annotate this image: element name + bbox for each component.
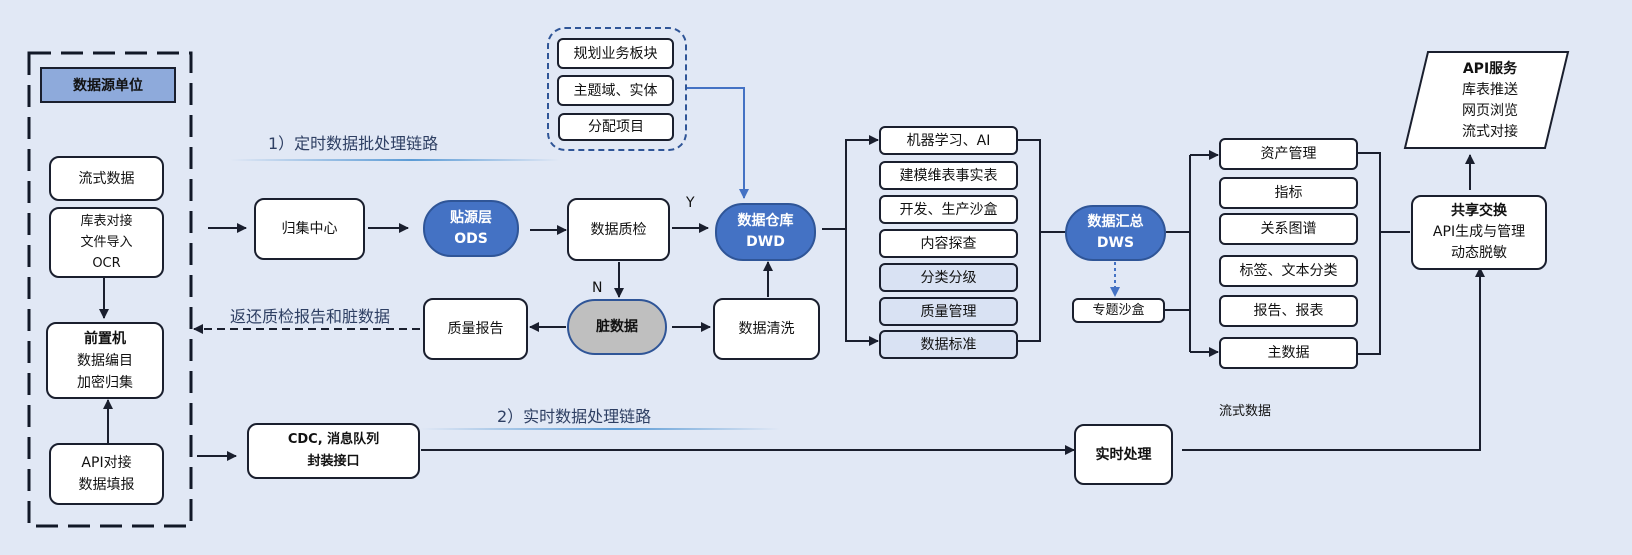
exchange-line-2: 动态脱敏: [1451, 245, 1507, 261]
api-fill-line-2: 数据填报: [78, 477, 135, 493]
api-service-line-2: 网页浏览: [1462, 103, 1518, 119]
batch-chain-underline: [230, 159, 560, 161]
cdc-box[interactable]: CDC, 消息队列 封装接口: [247, 423, 420, 479]
dws-output-item[interactable]: 标签、文本分类: [1219, 255, 1358, 287]
dwd-service-item[interactable]: 质量管理: [879, 297, 1018, 326]
exchange-title: 共享交换: [1451, 203, 1507, 219]
front-machine-title: 前置机: [84, 330, 126, 347]
dwd-service-label: 建模维表事实表: [899, 167, 998, 184]
planning-item[interactable]: 主题域、实体: [557, 75, 674, 106]
dwd-code: DWD: [746, 234, 785, 250]
topic-sandbox-box[interactable]: 专题沙盒: [1072, 298, 1165, 323]
front-machine-box[interactable]: 前置机 数据编目 加密归集: [46, 322, 164, 399]
ods-node[interactable]: 贴源层 ODS: [423, 200, 519, 257]
front-machine-line-2: 加密归集: [77, 374, 133, 391]
batch-chain-label: 1）定时数据批处理链路: [268, 134, 439, 153]
dwd-node[interactable]: 数据仓库 DWD: [715, 203, 816, 261]
dws-node[interactable]: 数据汇总 DWS: [1065, 205, 1166, 261]
db-file-line-1: 库表对接: [80, 214, 133, 229]
realtime-chain-label: 2）实时数据处理链路: [497, 407, 652, 426]
dws-output-item[interactable]: 指标: [1219, 177, 1358, 209]
dwd-service-label: 内容探查: [920, 235, 977, 252]
dws-output-label: 报告、报表: [1253, 303, 1324, 319]
realtime-label: 实时处理: [1095, 446, 1152, 463]
dirty-data-label: 脏数据: [596, 318, 638, 335]
exchange-box[interactable]: 共享交换 API生成与管理 动态脱敏: [1411, 195, 1547, 270]
return-report-label: 返还质检报告和脏数据: [230, 307, 391, 326]
bracket-services-dws: [1018, 139, 1041, 342]
planning-item-label: 分配项目: [588, 119, 644, 135]
source-unit-frame: [27, 51, 193, 528]
dwd-service-item[interactable]: 机器学习、AI: [879, 126, 1018, 155]
topic-sandbox-label: 专题沙盒: [1092, 302, 1145, 318]
dwd-service-label: 开发、生产沙盒: [899, 201, 998, 218]
api-service-shape: [1403, 51, 1570, 149]
quality-report-label: 质量报告: [447, 321, 504, 337]
stream-data-label: 流式数据: [1219, 404, 1272, 419]
planning-item-label: 主题域、实体: [573, 82, 658, 99]
dws-output-label: 主数据: [1267, 345, 1310, 361]
dwd-service-item[interactable]: 数据标准: [879, 330, 1018, 359]
dws-output-label: 标签、文本分类: [1239, 263, 1338, 279]
source-unit-title: 数据源单位: [40, 67, 176, 103]
dwd-service-label: 分类分级: [920, 269, 977, 286]
dws-output-label: 关系图谱: [1260, 221, 1317, 237]
dws-output-item[interactable]: 报告、报表: [1219, 295, 1358, 327]
arrow-planning-to-dwd: [686, 87, 749, 199]
api-service-title: API服务: [1462, 61, 1518, 77]
no-label: N: [592, 280, 603, 296]
dws-code: DWS: [1096, 235, 1135, 251]
dws-output-label: 资产管理: [1260, 146, 1317, 162]
ods-code: ODS: [454, 230, 488, 247]
cdc-line-2: 封装接口: [307, 454, 360, 469]
dws-output-label: 指标: [1274, 185, 1303, 201]
dwd-service-label: 质量管理: [920, 303, 977, 320]
api-service-line-1: 库表推送: [1462, 82, 1518, 98]
dwd-service-item[interactable]: 建模维表事实表: [879, 161, 1018, 190]
dws-title: 数据汇总: [1087, 214, 1144, 230]
dwd-service-item[interactable]: 分类分级: [879, 263, 1018, 292]
stream-data-label: 流式数据: [78, 170, 135, 187]
front-machine-line-1: 数据编目: [77, 352, 133, 369]
collect-center-label: 归集中心: [281, 221, 338, 237]
api-service-box[interactable]: API服务 库表推送 网页浏览 流式对接: [1420, 56, 1560, 146]
planning-item-label: 规划业务板块: [573, 45, 658, 62]
quality-report-box[interactable]: 质量报告: [423, 298, 528, 360]
stream-data-box[interactable]: 流式数据: [49, 156, 164, 201]
db-file-line-3: OCR: [92, 256, 121, 271]
planning-group: [547, 27, 687, 151]
data-cleaning-label: 数据清洗: [738, 321, 795, 337]
ods-title: 贴源层: [450, 209, 492, 226]
realtime-chain-underline: [420, 428, 780, 430]
planning-item[interactable]: 规划业务板块: [557, 38, 674, 69]
dws-output-item[interactable]: 资产管理: [1219, 138, 1358, 170]
dws-output-item[interactable]: 主数据: [1219, 337, 1358, 369]
api-service-line-3: 流式对接: [1462, 124, 1518, 140]
collect-center-box[interactable]: 归集中心: [254, 198, 365, 260]
quality-check-box[interactable]: 数据质检: [567, 198, 670, 261]
cdc-line-1: CDC, 消息队列: [287, 432, 380, 447]
data-cleaning-box[interactable]: 数据清洗: [713, 298, 820, 360]
dwd-title: 数据仓库: [737, 213, 794, 229]
api-fill-box[interactable]: API对接 数据填报: [49, 443, 164, 505]
db-file-box[interactable]: 库表对接 文件导入 OCR: [49, 207, 164, 278]
dwd-service-item[interactable]: 内容探查: [879, 229, 1018, 258]
dwd-service-label: 数据标准: [920, 336, 977, 353]
realtime-box[interactable]: 实时处理: [1074, 424, 1173, 485]
dws-output-item[interactable]: 关系图谱: [1219, 213, 1358, 245]
dirty-data-node[interactable]: 脏数据: [567, 299, 667, 355]
exchange-line-1: API生成与管理: [1432, 224, 1526, 240]
dwd-service-label: 机器学习、AI: [906, 132, 991, 149]
dwd-service-item[interactable]: 开发、生产沙盒: [879, 195, 1018, 224]
quality-check-label: 数据质检: [590, 221, 647, 238]
yes-label: Y: [686, 195, 695, 211]
db-file-line-2: 文件导入: [80, 235, 133, 250]
arrow-realtime-to-exchange: [1182, 267, 1485, 451]
planning-item[interactable]: 分配项目: [558, 113, 674, 141]
api-fill-line-1: API对接: [81, 455, 132, 471]
